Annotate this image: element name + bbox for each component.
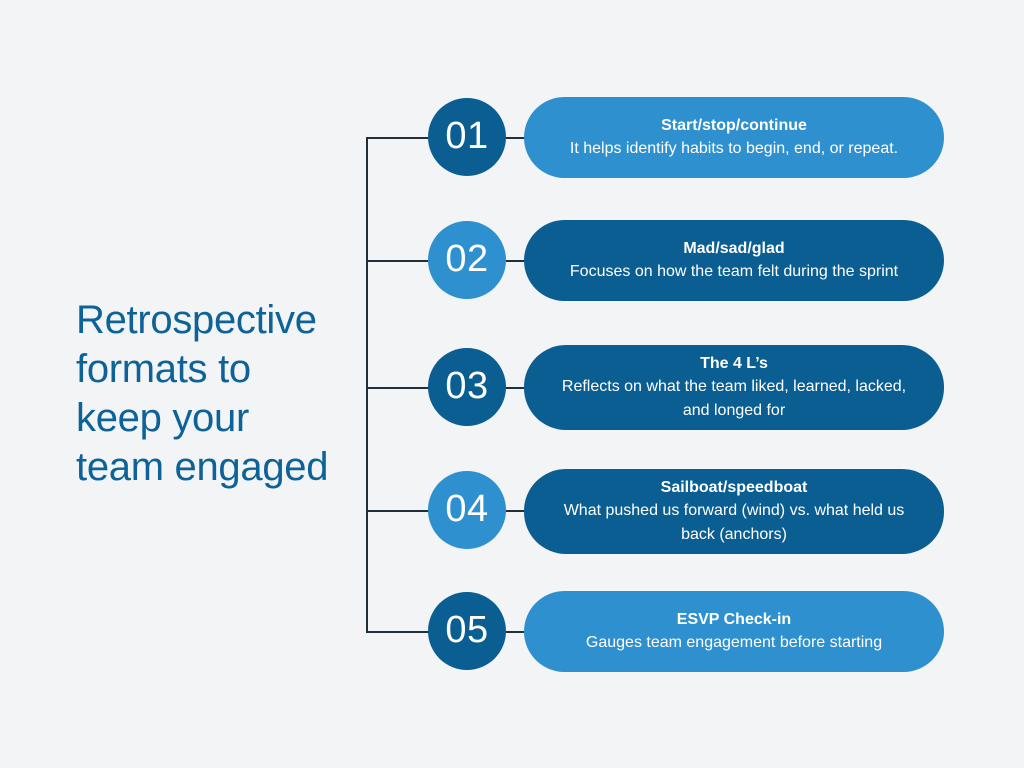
step-card-description: Gauges team engagement before starting — [585, 633, 883, 651]
step-badge-04[interactable]: 04 — [428, 471, 506, 549]
step-card-title: Mad/sad/glad — [683, 239, 785, 257]
step-card-title: The 4 L’s — [700, 354, 768, 372]
step-badge-03[interactable]: 03 — [428, 348, 506, 426]
title-line-1: Retrospective — [76, 298, 317, 342]
step-card-05[interactable]: ESVP Check-in Gauges team engagement bef… — [524, 591, 944, 672]
step-card-01[interactable]: Start/stop/continue It helps identify ha… — [524, 97, 944, 178]
step-card-description: What pushed us forward (wind) vs. what h… — [563, 501, 905, 543]
connector-stub-05 — [506, 631, 526, 633]
step-number-label: 02 — [445, 238, 489, 280]
step-card-02[interactable]: Mad/sad/glad Focuses on how the team fel… — [524, 220, 944, 301]
connector-branch-01 — [366, 137, 430, 139]
connector-stub-01 — [506, 137, 526, 139]
step-card-03[interactable]: The 4 L’s Reflects on what the team like… — [524, 345, 944, 430]
connector-branch-05 — [366, 631, 430, 633]
step-number-label: 04 — [445, 488, 489, 530]
connector-branch-02 — [366, 260, 430, 262]
step-number-label: 05 — [445, 609, 489, 651]
step-badge-01[interactable]: 01 — [428, 98, 506, 176]
title-line-2: formats to — [76, 347, 251, 391]
connector-branch-03 — [366, 387, 430, 389]
step-card-04[interactable]: Sailboat/speedboat What pushed us forwar… — [524, 469, 944, 554]
connector-stub-03 — [506, 387, 526, 389]
step-badge-05[interactable]: 05 — [428, 592, 506, 670]
step-number-label: 03 — [445, 365, 489, 407]
page-title: Retrospective formats to keep your team … — [76, 296, 376, 492]
step-number-label: 01 — [445, 115, 489, 157]
title-line-4: team engaged — [76, 445, 329, 489]
step-card-description: Reflects on what the team liked, learned… — [561, 377, 907, 419]
step-card-title: Start/stop/continue — [661, 116, 807, 134]
connector-stub-02 — [506, 260, 526, 262]
connector-branch-04 — [366, 510, 430, 512]
step-card-title: ESVP Check-in — [676, 610, 792, 628]
step-card-title: Sailboat/speedboat — [660, 478, 808, 496]
step-badge-02[interactable]: 02 — [428, 221, 506, 299]
step-card-description: It helps identify habits to begin, end, … — [569, 139, 899, 157]
step-card-description: Focuses on how the team felt during the … — [569, 262, 899, 280]
connector-stub-04 — [506, 510, 526, 512]
connector-spine — [366, 137, 368, 631]
title-line-3: keep your — [76, 396, 249, 440]
